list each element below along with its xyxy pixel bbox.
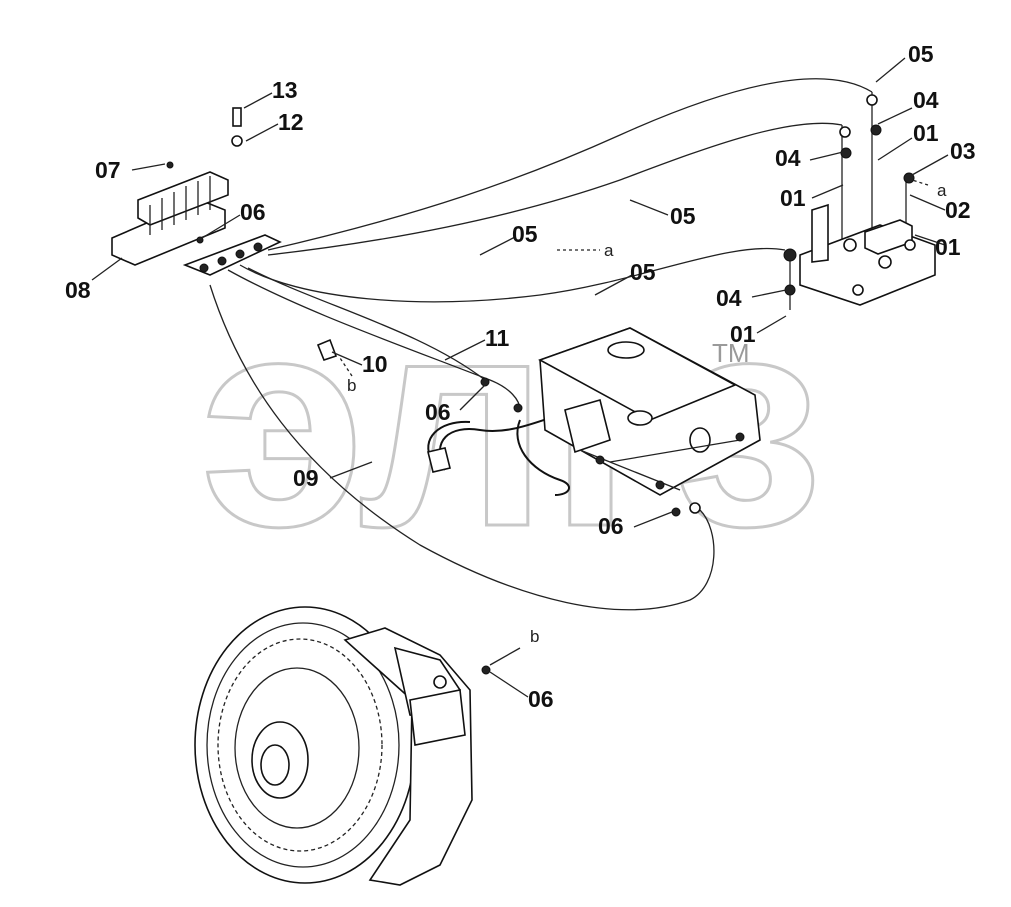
hose-05-low bbox=[239, 247, 786, 303]
hose-05-mid bbox=[267, 122, 843, 256]
callout-12: 12 bbox=[278, 109, 304, 135]
washer-12 bbox=[231, 135, 243, 147]
manifold-pins bbox=[149, 176, 211, 235]
hoses bbox=[209, 78, 907, 611]
bracket bbox=[811, 203, 829, 263]
callout-04-mid: 04 bbox=[775, 145, 801, 171]
callout-05-low: 05 bbox=[630, 259, 656, 285]
callout-05-mid: 05 bbox=[670, 203, 696, 229]
callout-01-top: 01 bbox=[913, 120, 939, 146]
tube-10 bbox=[439, 414, 561, 471]
hose-extra bbox=[247, 267, 486, 381]
ref-a-right: a bbox=[937, 181, 947, 200]
callouts: 05 04 01 03 04 01 02 01 05 05 05 04 01 1… bbox=[65, 41, 976, 712]
filler-cap bbox=[607, 341, 645, 359]
callout-13: 13 bbox=[272, 77, 298, 103]
callout-09: 09 bbox=[293, 465, 319, 491]
callout-02: 02 bbox=[945, 197, 971, 223]
ref-b-left: b bbox=[347, 376, 356, 395]
hose-11 bbox=[227, 269, 521, 411]
fitting-04-top bbox=[866, 94, 878, 106]
callout-01-low: 01 bbox=[730, 321, 756, 347]
reference-letters: a a b b bbox=[347, 181, 947, 646]
control-unit bbox=[316, 327, 761, 517]
leader-lines bbox=[91, 57, 949, 698]
elbow-fitting bbox=[427, 447, 451, 473]
callout-04-low: 04 bbox=[716, 285, 742, 311]
callout-06-mid: 06 bbox=[425, 399, 451, 425]
callout-04-top: 04 bbox=[913, 87, 939, 113]
callout-05-inner: 05 bbox=[512, 221, 538, 247]
callout-06-bottom: 06 bbox=[528, 686, 554, 712]
callout-11: 11 bbox=[485, 325, 510, 351]
hose-09 bbox=[209, 284, 715, 611]
screw-07 bbox=[166, 161, 174, 169]
manifold-block-top bbox=[137, 171, 229, 226]
callout-05-top: 05 bbox=[908, 41, 934, 67]
callout-01-right: 01 bbox=[935, 234, 961, 260]
manifold-assembly bbox=[111, 107, 282, 276]
watermark-trademark: TM bbox=[712, 338, 750, 368]
callout-03: 03 bbox=[950, 138, 976, 164]
callout-10: 10 bbox=[362, 351, 388, 377]
callout-06-top: 06 bbox=[240, 199, 266, 225]
callout-01-mid: 01 bbox=[780, 185, 806, 211]
valve-block-right bbox=[783, 94, 936, 306]
fitting-03 bbox=[903, 172, 915, 184]
ref-b-bottom: b bbox=[530, 627, 539, 646]
bolt-13 bbox=[232, 107, 242, 127]
callout-07: 07 bbox=[95, 157, 121, 183]
callout-06-low: 06 bbox=[598, 513, 624, 539]
ref-a-mid: a bbox=[604, 241, 614, 260]
callout-08: 08 bbox=[65, 277, 91, 303]
hose-05-top bbox=[267, 78, 873, 251]
control-unit-top bbox=[538, 327, 737, 421]
fitting-06-bottom bbox=[481, 665, 491, 675]
fitting-10 bbox=[316, 338, 338, 361]
torque-converter bbox=[194, 606, 521, 886]
